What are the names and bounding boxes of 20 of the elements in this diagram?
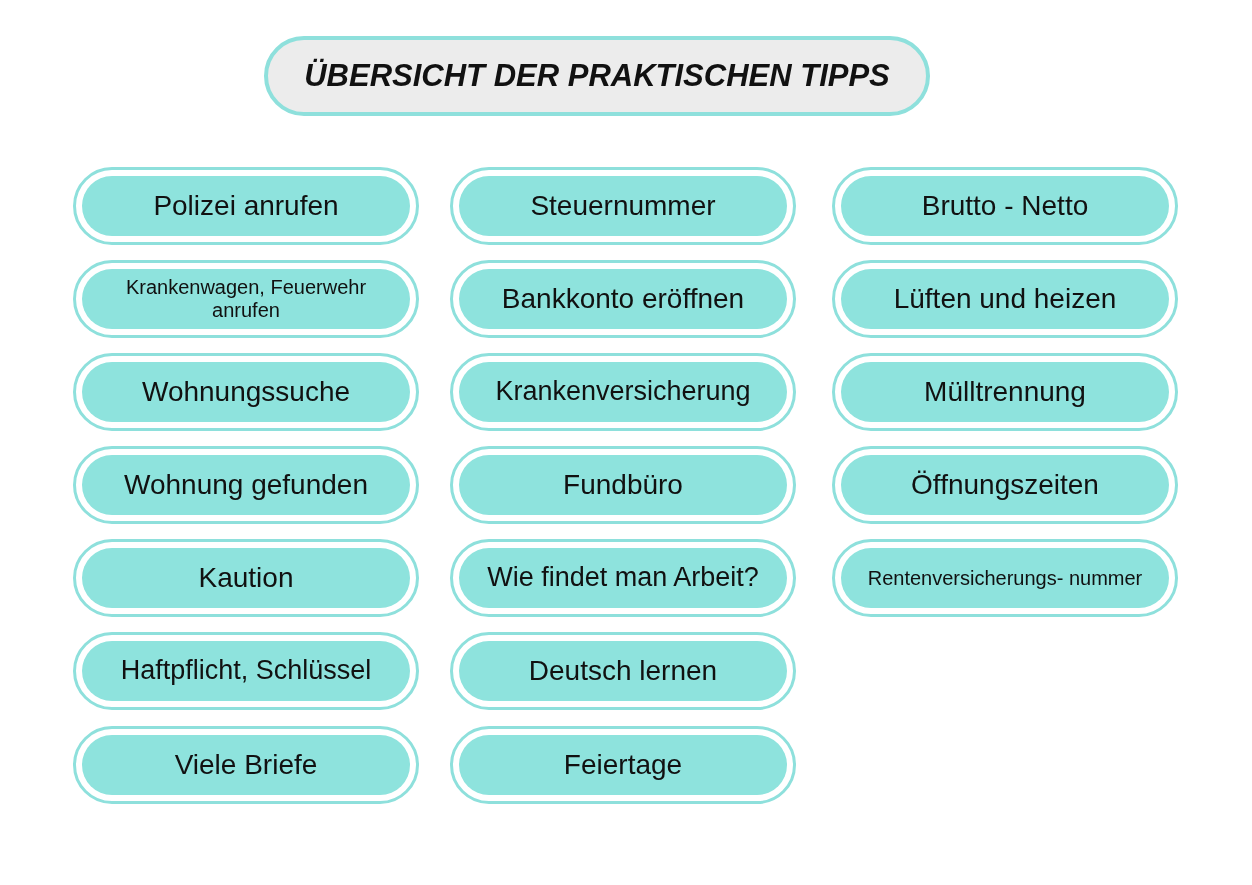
tip-label: Lüften und heizen — [892, 282, 1118, 316]
tip-label: Wohnung gefunden — [123, 468, 369, 502]
title: ÜBERSICHT DER PRAKTISCHEN TIPPS — [304, 58, 890, 94]
tip-label: Brutto - Netto — [920, 189, 1090, 223]
tip-label: Wohnungssuche — [140, 375, 352, 409]
tip-label: Rentenversicherungs- nummer — [866, 566, 1144, 590]
tip-label: Wie findet man Arbeit? — [486, 562, 760, 594]
tip-label: Polizei anrufen — [152, 189, 340, 223]
tip-label: Mülltrennung — [923, 375, 1087, 409]
tip-label: Viele Briefe — [173, 748, 319, 782]
tip-label: Krankenwagen, Feuerwehr anrufen — [124, 276, 368, 322]
tip-label: Haftpflicht, Schlüssel — [119, 655, 373, 687]
tip-label: Deutsch lernen — [527, 654, 719, 688]
tip-label: Öffnungszeiten — [910, 468, 1100, 502]
tip-label: Krankenversicherung — [494, 376, 752, 408]
tip-label: Fundbüro — [562, 468, 684, 502]
tip-label: Steuernummer — [529, 189, 717, 223]
tip-label: Feiertage — [562, 748, 684, 782]
tip-label: Kaution — [197, 561, 295, 595]
tip-label: Bankkonto eröffnen — [500, 282, 746, 316]
